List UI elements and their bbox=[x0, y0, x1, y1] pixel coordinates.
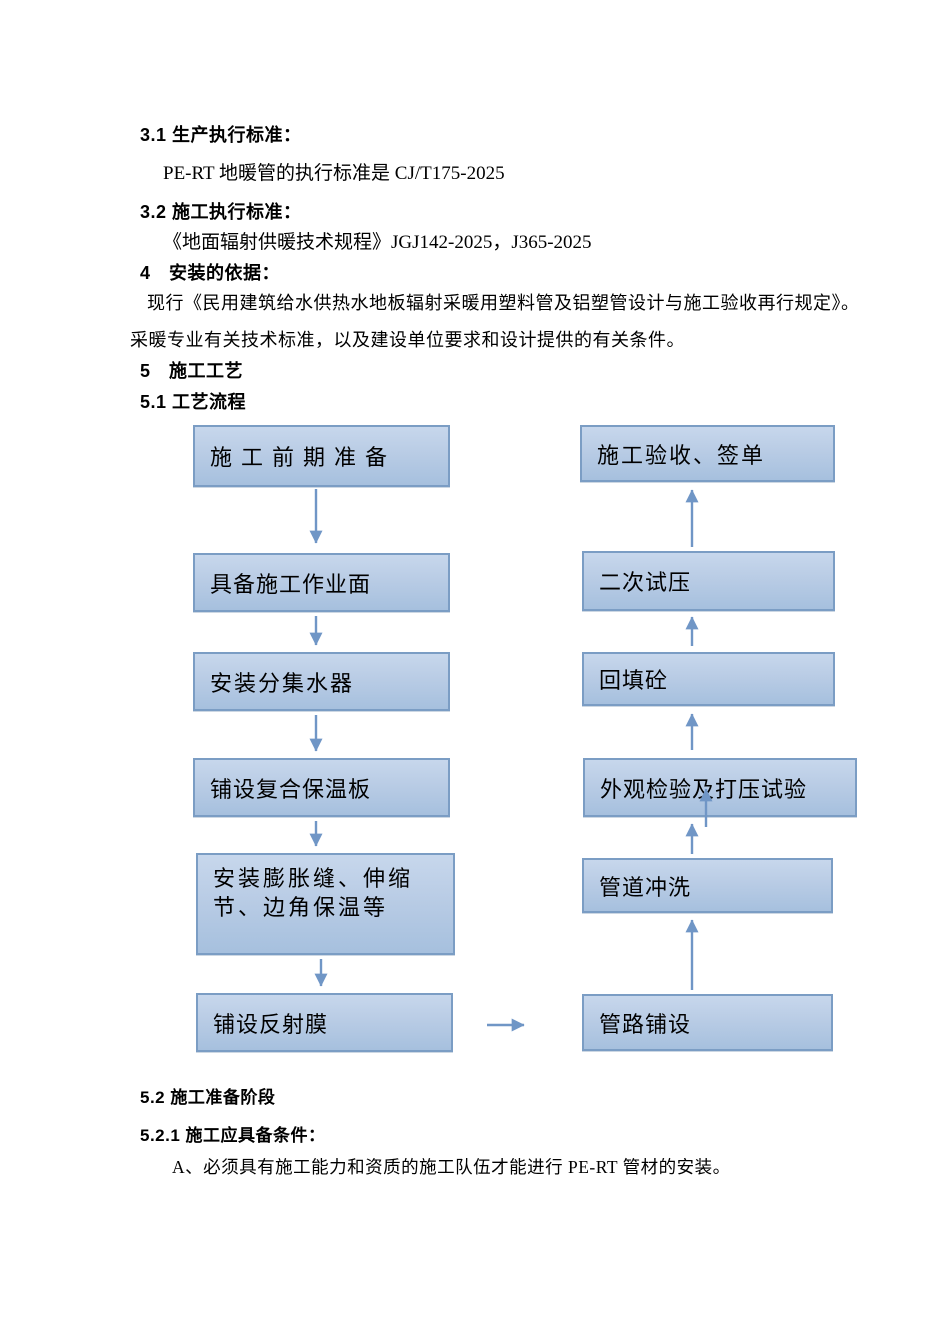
heading-5-1: 5.1 工艺流程 bbox=[140, 392, 247, 412]
flow-box-acceptance-signoff: 施工验收、签单 bbox=[580, 425, 835, 482]
flow-box-install-manifold: 安装分集水器 bbox=[193, 652, 450, 711]
flow-box-pipe-flushing: 管道冲洗 bbox=[582, 858, 833, 913]
flow-box-pre-construction-prep: 施工前期准备 bbox=[193, 425, 450, 487]
process-flowchart: 施工前期准备 具备施工作业面 安装分集水器 铺设复合保温板 安装膨胀缝、伸缩 节… bbox=[0, 415, 950, 1075]
paragraph-pert-standard: PE-RT 地暖管的执行标准是 CJ/T175-2025 bbox=[163, 163, 505, 184]
heading-5: 5 施工工艺 bbox=[140, 361, 244, 381]
flow-box-pipe-laying: 管路铺设 bbox=[582, 994, 833, 1051]
flow-box-work-surface-ready: 具备施工作业面 bbox=[193, 553, 450, 612]
flow-box-line-1: 安装膨胀缝、伸缩 bbox=[213, 866, 414, 891]
paragraph-install-basis-1: 现行《民用建筑给水供热水地板辐射采暖用塑料管及铝塑管设计与施工验收再行规定》。 bbox=[147, 293, 860, 313]
flow-box-lay-reflective-film: 铺设反射膜 bbox=[196, 993, 453, 1052]
flow-arrows bbox=[309, 489, 713, 1032]
paragraph-install-basis-2: 采暖专业有关技术标准，以及建设单位要求和设计提供的有关条件。 bbox=[130, 330, 685, 350]
heading-4: 4 安装的依据： bbox=[140, 263, 281, 283]
flow-box-line-2: 节、边角保温等 bbox=[213, 895, 389, 921]
flow-box-visual-inspection-pressure-test: 外观检验及打压试验 bbox=[583, 758, 857, 817]
flow-box-install-expansion-joints: 安装膨胀缝、伸缩 节、边角保温等 bbox=[196, 853, 455, 955]
paragraph-jgj-standard: 《地面辐射供暖技术规程》JGJ142-2025，J365-2025 bbox=[163, 232, 592, 253]
flow-box-backfill-concrete: 回填砼 bbox=[582, 652, 835, 706]
heading-5-2: 5.2 施工准备阶段 bbox=[140, 1088, 276, 1107]
flow-box-second-pressure-test: 二次试压 bbox=[582, 551, 835, 611]
heading-5-2-1: 5.2.1 施工应具备条件： bbox=[140, 1126, 326, 1145]
flow-box-lay-insulation-board: 铺设复合保温板 bbox=[193, 758, 450, 817]
heading-3-1: 3.1 生产执行标准： bbox=[140, 125, 302, 145]
heading-3-2: 3.2 施工执行标准： bbox=[140, 202, 302, 222]
paragraph-condition-a: A、必须具有施工能力和资质的施工队伍才能进行 PE-RT 管材的安装。 bbox=[172, 1157, 731, 1177]
